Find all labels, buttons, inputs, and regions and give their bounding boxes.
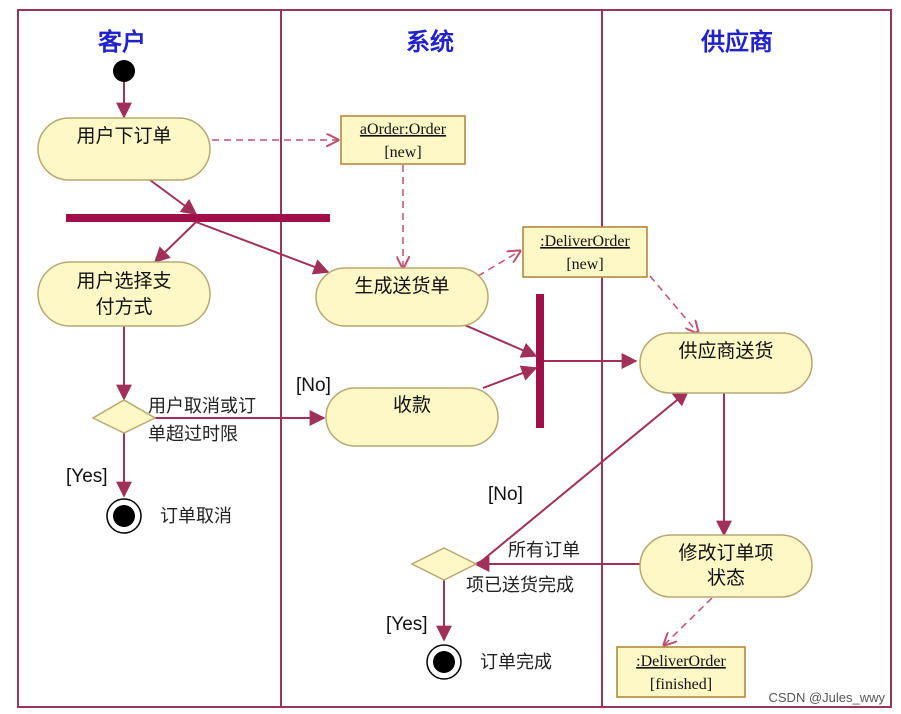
object-aorder [340,115,466,165]
aorder-name: aOrder:Order [360,121,447,138]
update-status-label-2: 状态 [707,567,745,589]
final-node-cancel [106,498,142,534]
order-cancelled-label: 订单取消 [160,506,232,527]
activity-update-status [639,534,813,598]
lane-title-customer: 客户 [98,27,146,56]
activity-collect-payment [325,387,499,447]
object-deliverorder-finished [616,646,746,698]
swimlane-frame [17,9,892,708]
fork-bar [66,214,330,222]
choose-payment-label-2: 付方式 [95,296,152,318]
guard-no-payment: [No] [296,375,331,396]
update-status-label-1: 修改订单项 [678,542,773,564]
decision-cancel [91,399,157,434]
watermark: CSDN @Jules_wwy [769,690,886,705]
deliverorder-finished-name: :DeliverOrder [636,653,726,670]
initial-node [113,60,135,82]
choose-payment-label-1: 用户选择支 [76,270,171,292]
all-delivered-label-2: 项已送货完成 [466,575,574,596]
lane-title-system: 系统 [406,27,454,56]
lane-title-supplier: 供应商 [700,27,773,56]
final-node-complete [426,644,462,680]
activity-choose-payment [37,261,211,327]
flow-collect-to-join [482,365,538,389]
objflow-delivery-to-deliverorder [477,251,520,277]
activity-create-delivery [315,267,489,327]
objflow-deliverorder-to-supplier [649,275,698,333]
flow-fork-to-payment [153,221,197,264]
cancel-condition-label-2: 单超过时限 [148,424,238,445]
flow-fork-to-delivery [195,221,330,275]
create-delivery-label: 生成送货单 [354,275,449,297]
object-deliverorder-new [522,226,648,278]
deliverorder-new-state: [new] [566,256,603,273]
join-bar [536,294,544,428]
flow-decision-loop-no [477,389,690,565]
decision-all-delivered [410,547,478,581]
objflow-update-to-finished [664,597,713,645]
activity-place-order [37,117,211,181]
guard-yes-complete: [Yes] [386,614,428,635]
aorder-state: [new] [384,144,421,161]
activity-supplier-delivery [639,332,813,394]
deliverorder-new-name: :DeliverOrder [540,233,630,250]
flow-delivery-to-join [459,322,538,358]
guard-yes-cancel: [Yes] [66,466,108,487]
deliverorder-finished-state: [finished] [650,676,712,693]
supplier-delivery-label: 供应商送货 [678,340,773,362]
flow-order-to-fork [149,179,198,215]
order-completed-label: 订单完成 [480,652,552,673]
guard-no-loop: [No] [488,484,523,505]
all-delivered-label-1: 所有订单 [508,540,580,561]
collect-payment-label: 收款 [393,394,431,416]
cancel-condition-label-1: 用户取消或订 [148,396,256,417]
place-order-label: 用户下订单 [76,125,171,147]
